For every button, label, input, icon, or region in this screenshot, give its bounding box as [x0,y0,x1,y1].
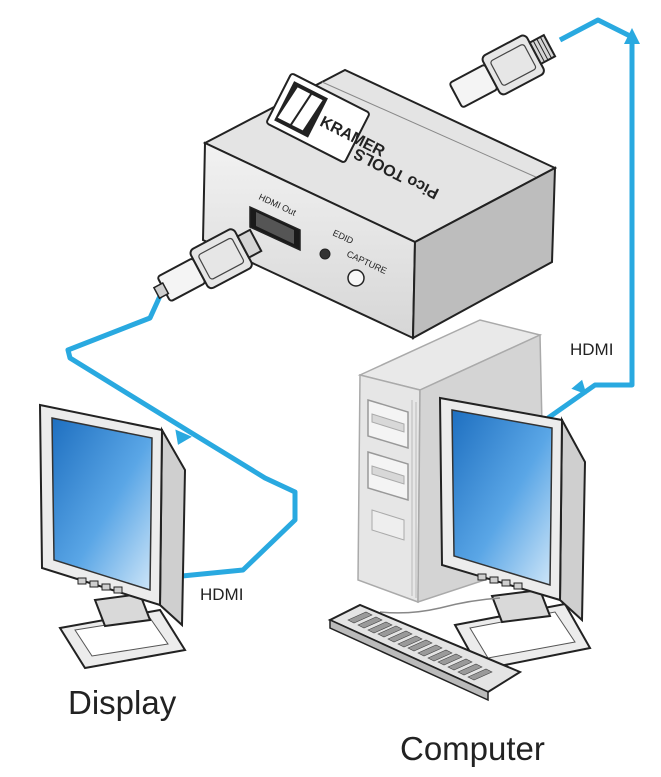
edid-led [319,248,331,260]
pico-tools-device: KRAMER Pico TOOLS HDMI Out EDID CAPTURE [201,68,558,340]
cable-label-top: HDMI [570,340,613,359]
display-screen [51,417,153,592]
display-buttons [77,577,123,594]
hdmi-plug-top [449,33,557,108]
hdmi-cable-computer-to-device [546,17,640,421]
hdmi-out-port [249,205,301,252]
computer-screen [451,409,553,587]
capture-button [347,269,365,287]
arrow-right-icon [175,429,192,445]
display-monitor [38,403,187,670]
hdmi-plug-device [152,228,263,302]
computer-monitor-buttons [477,573,523,590]
hdmi-cable-device-to-display [65,294,298,579]
cable-label-bottom: HDMI [200,585,243,604]
computer-monitor [438,396,592,672]
keyboard [327,603,523,702]
display-label: Display [68,684,177,721]
arrow-up-icon [624,28,640,44]
keyboard-cable [379,597,501,614]
arrow-up-icon [571,379,587,395]
computer-label: Computer [400,730,545,767]
